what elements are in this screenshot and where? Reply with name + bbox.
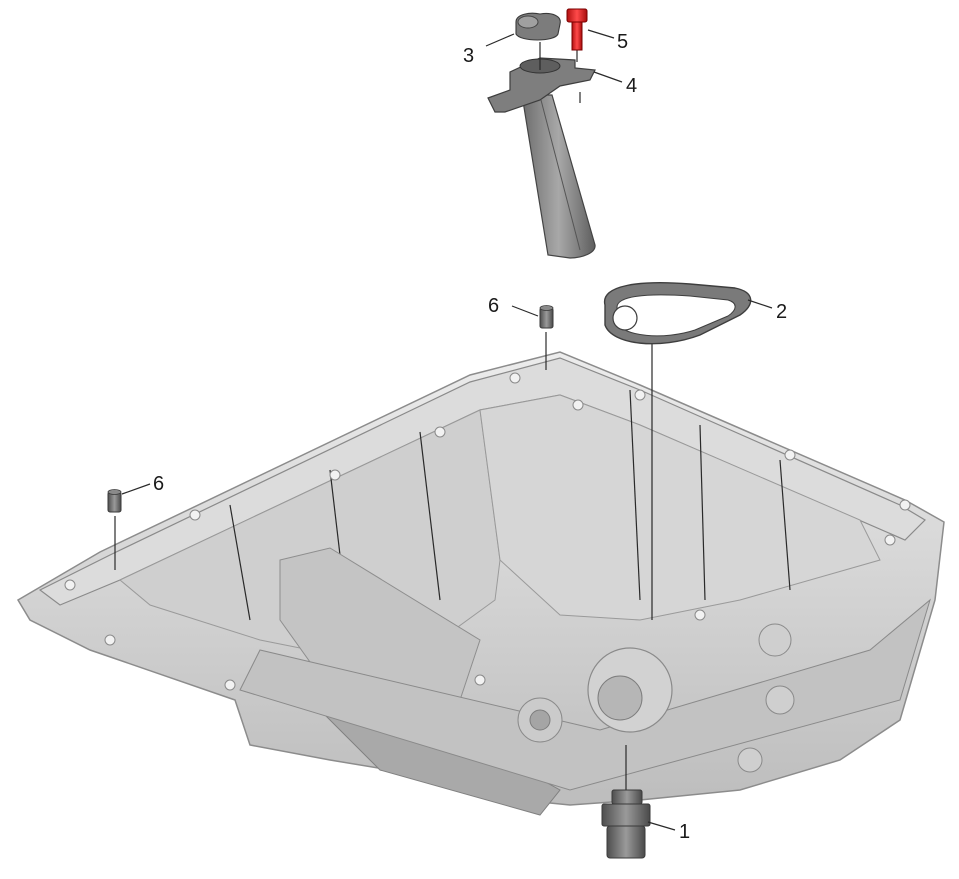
callout-2-label: 2 <box>776 301 787 323</box>
oil-pickup-tube-part-4: 4 <box>487 57 637 259</box>
callout-3-label: 3 <box>463 45 474 67</box>
bolt-part-5-highlighted: 5 <box>566 8 628 62</box>
dowel-pin-part-6-lower: 6 <box>107 473 164 570</box>
dowel-pin-part-6-upper: 6 <box>488 295 554 370</box>
o-ring-part-3: 3 <box>463 12 561 70</box>
callout-5-label: 5 <box>617 31 628 53</box>
oil-pan <box>16 351 945 816</box>
callout-6a-label: 6 <box>488 295 499 317</box>
drain-plug-part-1: 1 <box>601 745 690 859</box>
gasket-part-2: 2 <box>604 282 787 620</box>
flange-bolt-holes <box>64 372 911 691</box>
callout-6b-label: 6 <box>153 473 164 495</box>
callout-4-label: 4 <box>626 75 637 97</box>
callout-1-label: 1 <box>679 821 690 843</box>
